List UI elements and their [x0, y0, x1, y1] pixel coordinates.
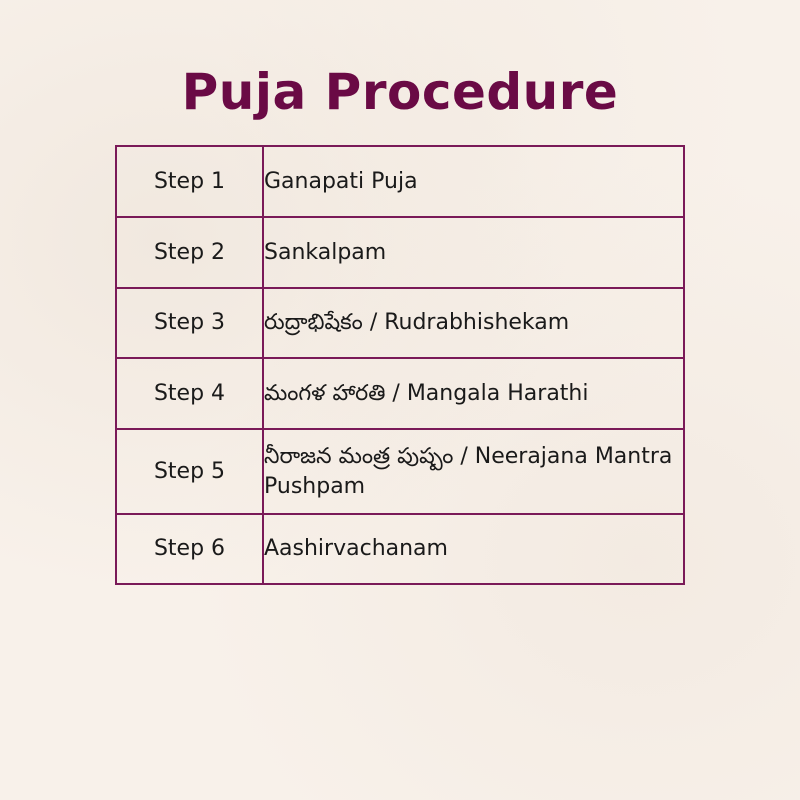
step-name: రుద్రాభిషేకం / Rudrabhishekam	[262, 287, 685, 359]
table-row: Step 5 నీరాజన మంత్ర పుష్పం / Neerajana M…	[115, 428, 685, 515]
table-row: Step 1 Ganapati Puja	[115, 145, 685, 218]
step-number: Step 5	[115, 428, 264, 515]
step-number: Step 1	[115, 145, 264, 218]
puja-procedure-table: Step 1 Ganapati Puja Step 2 Sankalpam St…	[115, 145, 685, 585]
step-name: Ganapati Puja	[262, 145, 685, 218]
table-row: Step 6 Aashirvachanam	[115, 513, 685, 585]
step-number: Step 6	[115, 513, 264, 585]
step-name: Sankalpam	[262, 216, 685, 289]
table-row: Step 2 Sankalpam	[115, 216, 685, 289]
step-name: మంగళ హారతి / Mangala Harathi	[262, 357, 685, 430]
table-row: Step 3 రుద్రాభిషేకం / Rudrabhishekam	[115, 287, 685, 359]
page-title: Puja Procedure	[181, 63, 619, 121]
step-name: నీరాజన మంత్ర పుష్పం / Neerajana Mantra P…	[262, 428, 685, 515]
table-row: Step 4 మంగళ హారతి / Mangala Harathi	[115, 357, 685, 430]
step-number: Step 4	[115, 357, 264, 430]
step-name: Aashirvachanam	[262, 513, 685, 585]
step-number: Step 2	[115, 216, 264, 289]
step-number: Step 3	[115, 287, 264, 359]
